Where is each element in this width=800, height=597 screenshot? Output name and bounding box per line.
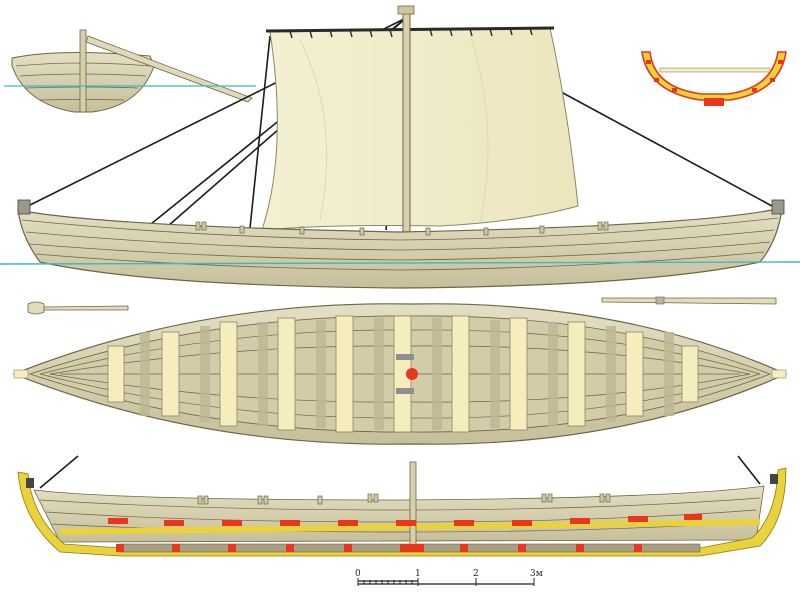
scale-label-1: 1 — [415, 569, 421, 579]
thwart-3 — [219, 321, 238, 427]
scale-label-2: 2 — [473, 569, 479, 579]
mast-step-top — [396, 354, 414, 360]
thwart-7 — [451, 315, 470, 433]
thwart-9 — [567, 321, 586, 427]
longitudinal-section — [17, 455, 787, 557]
plan-frames — [140, 318, 674, 430]
mast — [402, 9, 411, 233]
bow-post-fitting — [771, 199, 785, 215]
thwart-4 — [277, 317, 296, 431]
cross-section-view — [641, 51, 787, 106]
mast-step-bottom — [396, 388, 414, 394]
plan-stern-post — [13, 369, 29, 379]
scale-label-3: 3м — [530, 569, 543, 579]
long-oar — [601, 297, 777, 305]
scale-label-0: 0 — [355, 569, 361, 579]
plan-view — [12, 303, 788, 445]
thwart-8 — [509, 317, 528, 431]
plan-thwarts — [107, 315, 699, 433]
side-hull-planks — [21, 217, 779, 271]
bow-view — [4, 29, 256, 113]
section-red-fittings — [108, 514, 702, 552]
side-waterline — [0, 261, 800, 265]
cross-section-thwart — [659, 67, 771, 73]
side-thole-pins — [195, 221, 609, 236]
bow-stem-post — [79, 29, 87, 113]
thwart-10 — [625, 331, 644, 417]
mast-head — [397, 5, 415, 15]
thwart-2 — [161, 331, 180, 417]
thwart-11 — [681, 345, 699, 403]
cross-section-hull — [641, 51, 787, 101]
thwart-1 — [107, 345, 125, 403]
sail — [261, 27, 579, 231]
cross-section-keel — [704, 98, 724, 106]
side-elevation — [0, 5, 800, 289]
stern-post-fitting — [17, 199, 31, 215]
paddle — [27, 301, 129, 315]
plan-bow-post — [771, 369, 787, 379]
oars — [27, 296, 777, 315]
section-thole-pins — [197, 493, 611, 505]
section-frame-outline — [17, 467, 787, 557]
mast-position-marker — [406, 368, 418, 380]
thwart-5 — [335, 315, 354, 433]
scale-bar: 0 1 2 3м — [355, 569, 543, 586]
section-mast — [409, 461, 417, 551]
